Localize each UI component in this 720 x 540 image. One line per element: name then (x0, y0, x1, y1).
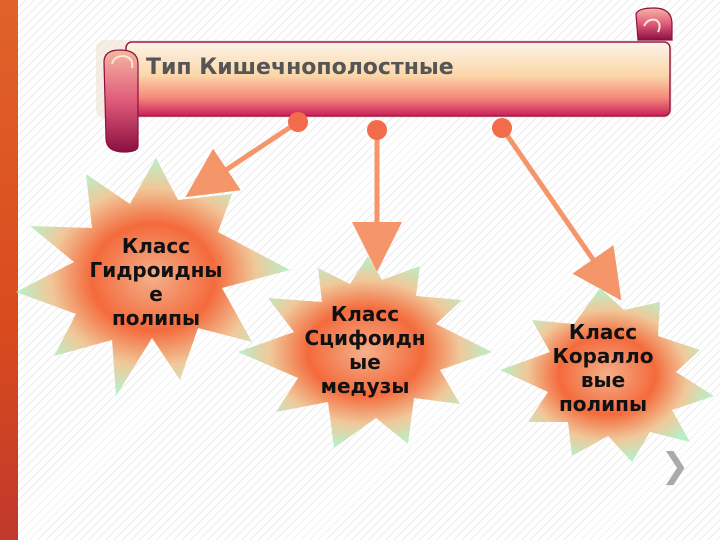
class-hydroid-line-3: е (149, 282, 163, 306)
class-hydroid-line-1: Класс (121, 234, 191, 258)
burst-scyphoid (238, 256, 492, 448)
connector-coral (499, 126, 622, 301)
burst-coral (500, 288, 714, 462)
connector-dot-scyphoid (367, 120, 387, 140)
class-coral-line-1: Класс (568, 320, 638, 344)
class-scyphoid-line-1: Класс (330, 302, 400, 326)
next-slide-icon[interactable]: ❯ (660, 446, 690, 486)
class-hydroid-line-2: Гидроидны (89, 258, 223, 282)
title-scroll-banner (96, 7, 673, 153)
class-scyphoid-line-2: Сцифоидн (304, 326, 426, 350)
burst-hydroid (16, 158, 290, 396)
class-hydroid-label: Класс Гидроидны е полипы (76, 222, 236, 342)
connector-hydroid (185, 119, 300, 198)
class-hydroid-line-4: полипы (111, 306, 201, 330)
connector-dot-coral (492, 118, 512, 138)
class-coral-label: Класс Коралло вые полипы (538, 310, 668, 426)
class-scyphoid-line-3: ые (349, 350, 381, 374)
connector-dot-hydroid (288, 112, 308, 132)
class-scyphoid-label: Класс Сцифоидн ые медузы (290, 292, 440, 408)
class-coral-line-3: вые (580, 368, 626, 392)
diagram-title: Тип Кишечнополостные (146, 55, 454, 80)
class-coral-line-2: Коралло (552, 344, 654, 368)
left-accent-bar (0, 0, 18, 540)
class-scyphoid-line-4: медузы (320, 374, 410, 398)
class-coral-line-4: полипы (558, 392, 648, 416)
connectors (185, 112, 622, 301)
